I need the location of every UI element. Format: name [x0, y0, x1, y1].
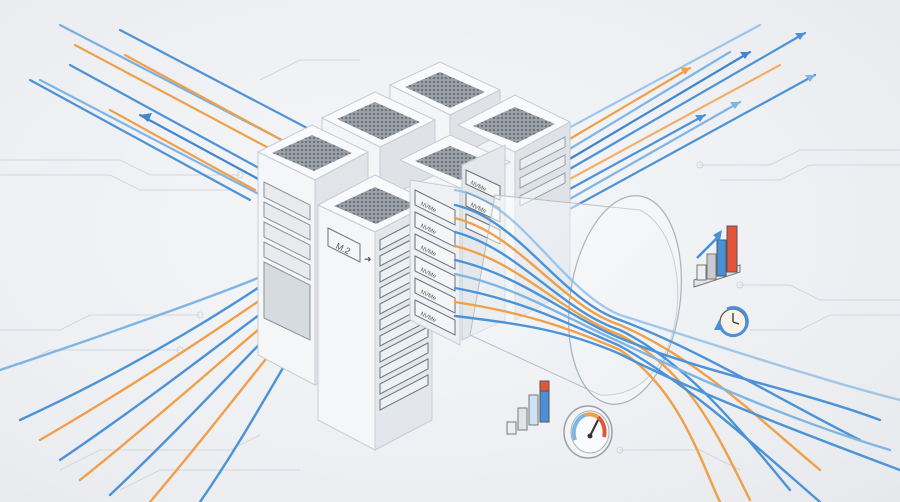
- bar-chart-icon: [506, 380, 550, 435]
- speedometer-icon: [563, 405, 613, 459]
- arrow-right-icon: ➜: [364, 254, 372, 264]
- drive-bays-left: [263, 181, 311, 281]
- server-front-m2: M.2 ➜: [316, 174, 434, 451]
- outgoing-data-arrows: [563, 23, 817, 212]
- stopwatch-refresh-icon: [714, 306, 749, 337]
- funnel-cables: [453, 188, 900, 502]
- circuit-traces: [0, 59, 900, 491]
- bar-chart-growth-icon: [693, 225, 741, 288]
